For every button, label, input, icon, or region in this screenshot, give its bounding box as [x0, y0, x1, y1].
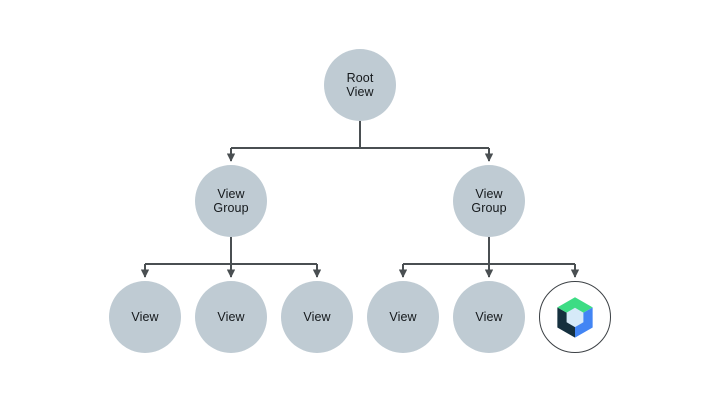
node-label: View	[131, 309, 159, 324]
node-view-3[interactable]: View	[281, 281, 353, 353]
node-view-1[interactable]: View	[109, 281, 181, 353]
node-view-4[interactable]: View	[367, 281, 439, 353]
node-label: View Group	[471, 186, 507, 216]
node-view-2[interactable]: View	[195, 281, 267, 353]
node-label: View	[217, 309, 245, 324]
node-label: View Group	[213, 186, 249, 216]
node-label: View	[303, 309, 331, 324]
node-root-view[interactable]: Root View	[324, 49, 396, 121]
node-view-5[interactable]: View	[453, 281, 525, 353]
node-view-group-left[interactable]: View Group	[195, 165, 267, 237]
node-view-group-right[interactable]: View Group	[453, 165, 525, 237]
node-label: Root View	[346, 70, 374, 100]
node-label: View	[389, 309, 417, 324]
node-label: View	[475, 309, 503, 324]
node-jetpack-compose[interactable]	[539, 281, 611, 353]
jetpack-compose-icon	[557, 297, 593, 338]
